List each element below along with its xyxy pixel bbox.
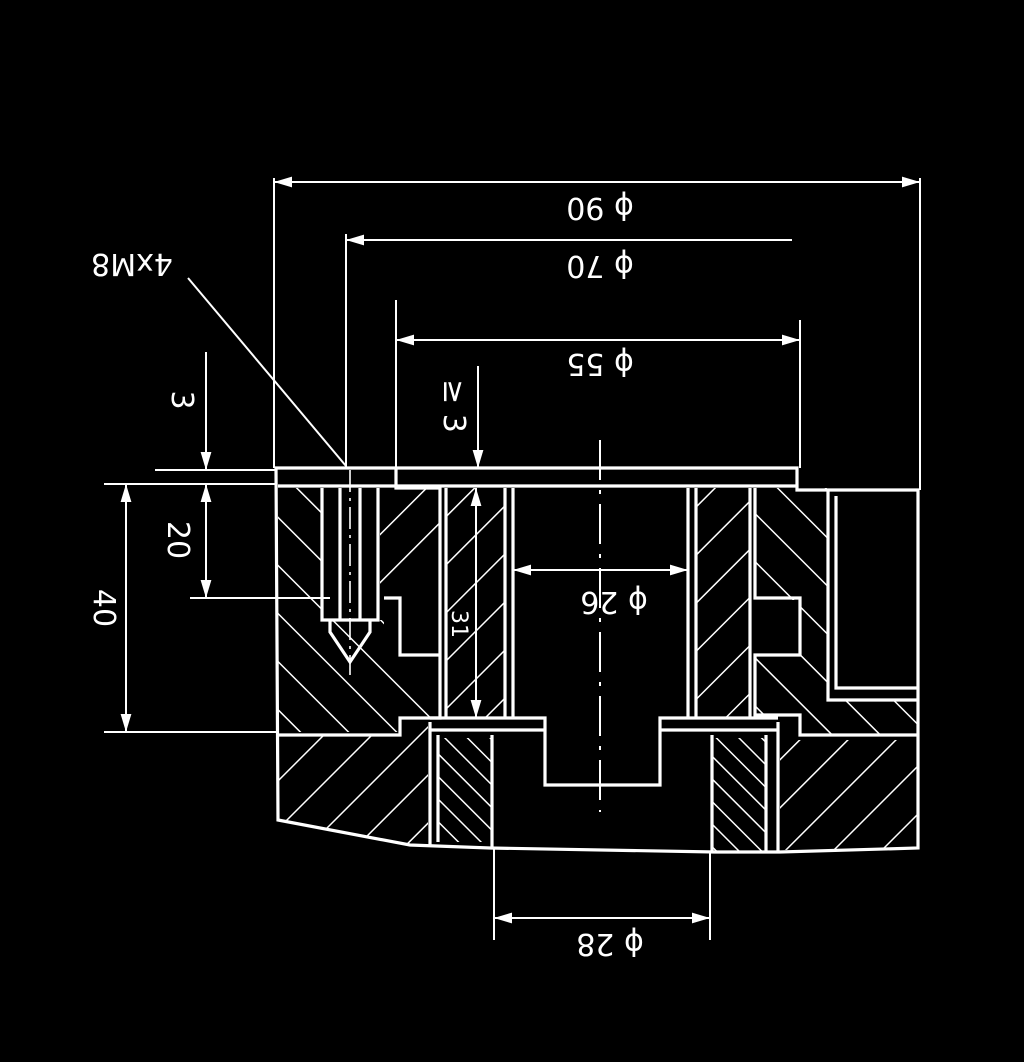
right-bushing-section — [712, 738, 766, 852]
right-body-outline — [753, 488, 918, 737]
label-h3: 3 — [164, 390, 199, 409]
left-body-section — [278, 488, 440, 732]
right-lower-section — [780, 740, 918, 850]
thread-leader — [187, 277, 347, 467]
outer-contour — [274, 466, 920, 854]
label-h20: 20 — [160, 521, 195, 559]
right-sleeve-section — [696, 488, 750, 718]
left-sleeve-outline — [444, 488, 515, 718]
right-recess — [826, 490, 918, 702]
right-body-section — [755, 488, 918, 735]
bore-bottom — [430, 716, 778, 787]
label-d70: ϕ 70 — [566, 248, 634, 283]
label-thread: 4xM8 — [91, 246, 173, 281]
left-lower-section — [278, 722, 428, 845]
left-bushing-section — [438, 738, 492, 842]
label-h31: 31 — [446, 610, 471, 638]
label-h3-tol: ≥ 3 — [436, 379, 471, 433]
right-sleeve-outline — [686, 488, 752, 718]
left-step-profile — [384, 596, 440, 657]
part-outline — [274, 466, 920, 854]
left-bushing-outline — [428, 722, 494, 848]
label-h40: 40 — [86, 589, 121, 627]
right-bushing-outline — [710, 722, 780, 852]
label-d90: ϕ 90 — [566, 190, 634, 225]
section-hatching — [278, 488, 918, 852]
label-d55: ϕ 55 — [566, 346, 634, 381]
dimension-texts: ϕ 90 ϕ 70 ϕ 55 ϕ 26 ϕ 28 4xM8 40 20 3 ≥ … — [86, 190, 648, 961]
left-inner-ring-section — [380, 488, 440, 598]
label-d28: ϕ 28 — [576, 926, 644, 961]
label-d26: ϕ 26 — [580, 584, 648, 619]
right-recess-inner — [834, 496, 918, 690]
dimension-lines — [104, 176, 921, 940]
